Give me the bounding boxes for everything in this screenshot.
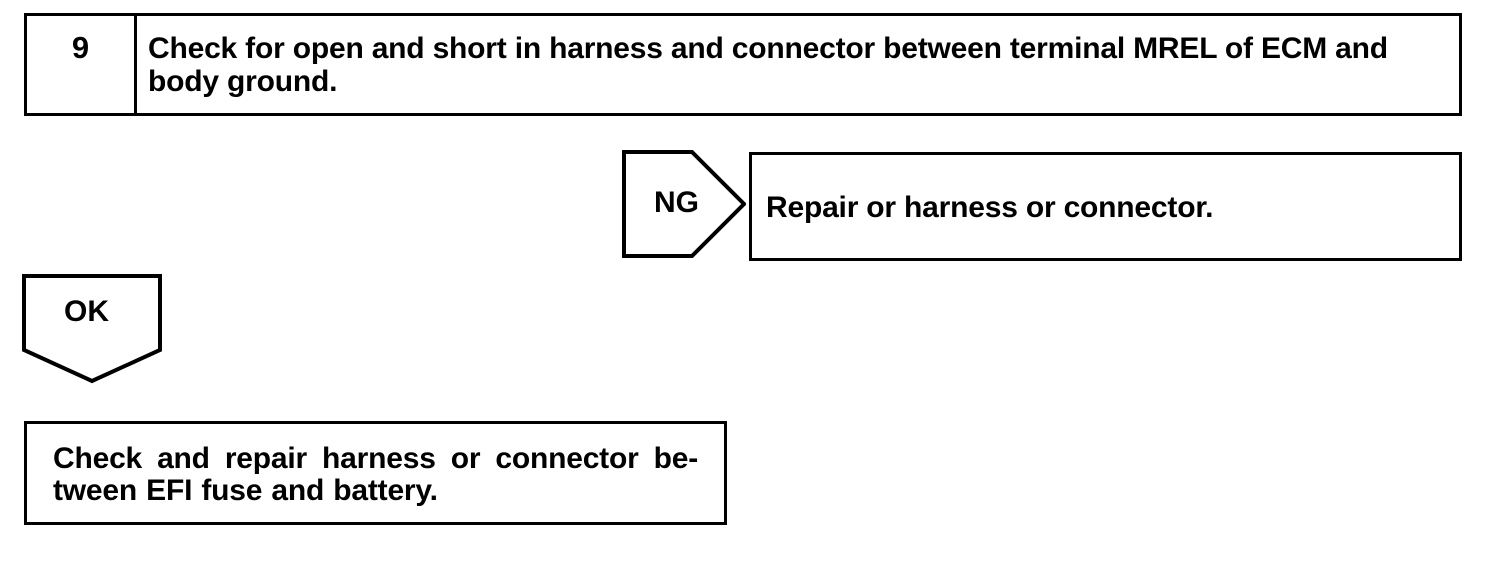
ok-result-line-1: Check and repair harness or connector be… — [53, 442, 698, 475]
ok-pentagon-icon — [22, 274, 162, 384]
ng-result-text: Repair or harness or connector. — [766, 191, 1214, 224]
ok-result-box: Check and repair harness or connector be… — [24, 421, 727, 525]
ng-branch-tag — [622, 150, 746, 258]
step-row: 9 Check for open and short in harness an… — [24, 13, 1462, 116]
ng-pentagon-icon — [622, 150, 746, 258]
ok-branch-label: OK — [64, 295, 109, 328]
ok-branch-tag — [22, 274, 162, 384]
ng-result-box: Repair or harness or connector. — [749, 152, 1462, 261]
step-instruction-cell: Check for open and short in harness and … — [137, 16, 1459, 113]
ok-result-line-2: tween EFI fuse and battery. — [53, 474, 438, 507]
step-number: 9 — [71, 30, 90, 65]
ng-branch-label: NG — [654, 186, 699, 219]
step-instruction-text: Check for open and short in harness and … — [148, 32, 1388, 98]
ok-result-text: Check and repair harness or connector be… — [53, 443, 698, 507]
step-number-cell: 9 — [27, 16, 137, 113]
